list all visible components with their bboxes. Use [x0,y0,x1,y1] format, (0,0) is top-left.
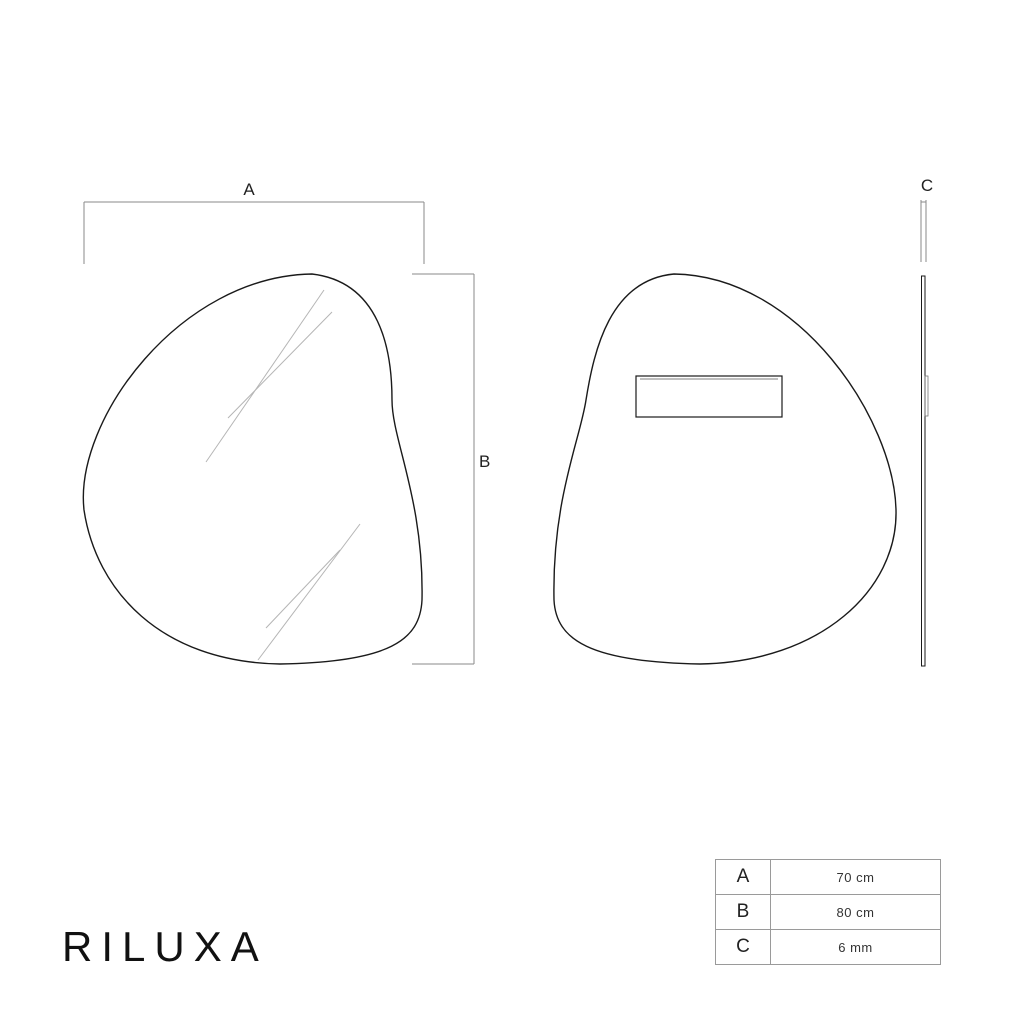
brand-name: RILUXA [62,923,268,970]
table-row: B 80 cm [715,894,941,930]
mounting-bracket [635,375,783,418]
side-bracket [924,375,929,417]
dimension-value: 6 mm [770,929,941,965]
dimension-b-label: B [479,452,490,471]
reflection-line-4 [265,549,341,629]
mirror-side-profile [921,275,926,667]
dimension-key: A [715,859,771,895]
dimension-key: C [715,929,771,965]
reflection-line-3 [257,523,361,661]
mirror-side-view: C [920,176,933,667]
dimension-value: 70 cm [770,859,941,895]
dimension-key: B [715,894,771,930]
mirror-back-view [553,273,897,665]
dimension-a: A [83,180,425,264]
reflection-line-1 [205,289,325,463]
dimension-value: 80 cm [770,894,941,930]
dimension-a-label: A [243,180,255,199]
dimension-b: B [412,273,490,665]
reflection-line-2 [227,311,333,419]
mirror-front-view [82,273,423,665]
mirror-back-outline [553,273,897,665]
table-row: C 6 mm [715,929,941,965]
table-row: A 70 cm [715,859,941,895]
brand-logo: RILUXA [62,922,268,972]
dimensions-table: A 70 cm B 80 cm C 6 mm [715,859,941,965]
dimension-c-label: C [921,176,933,195]
mirror-front-outline [82,273,423,665]
